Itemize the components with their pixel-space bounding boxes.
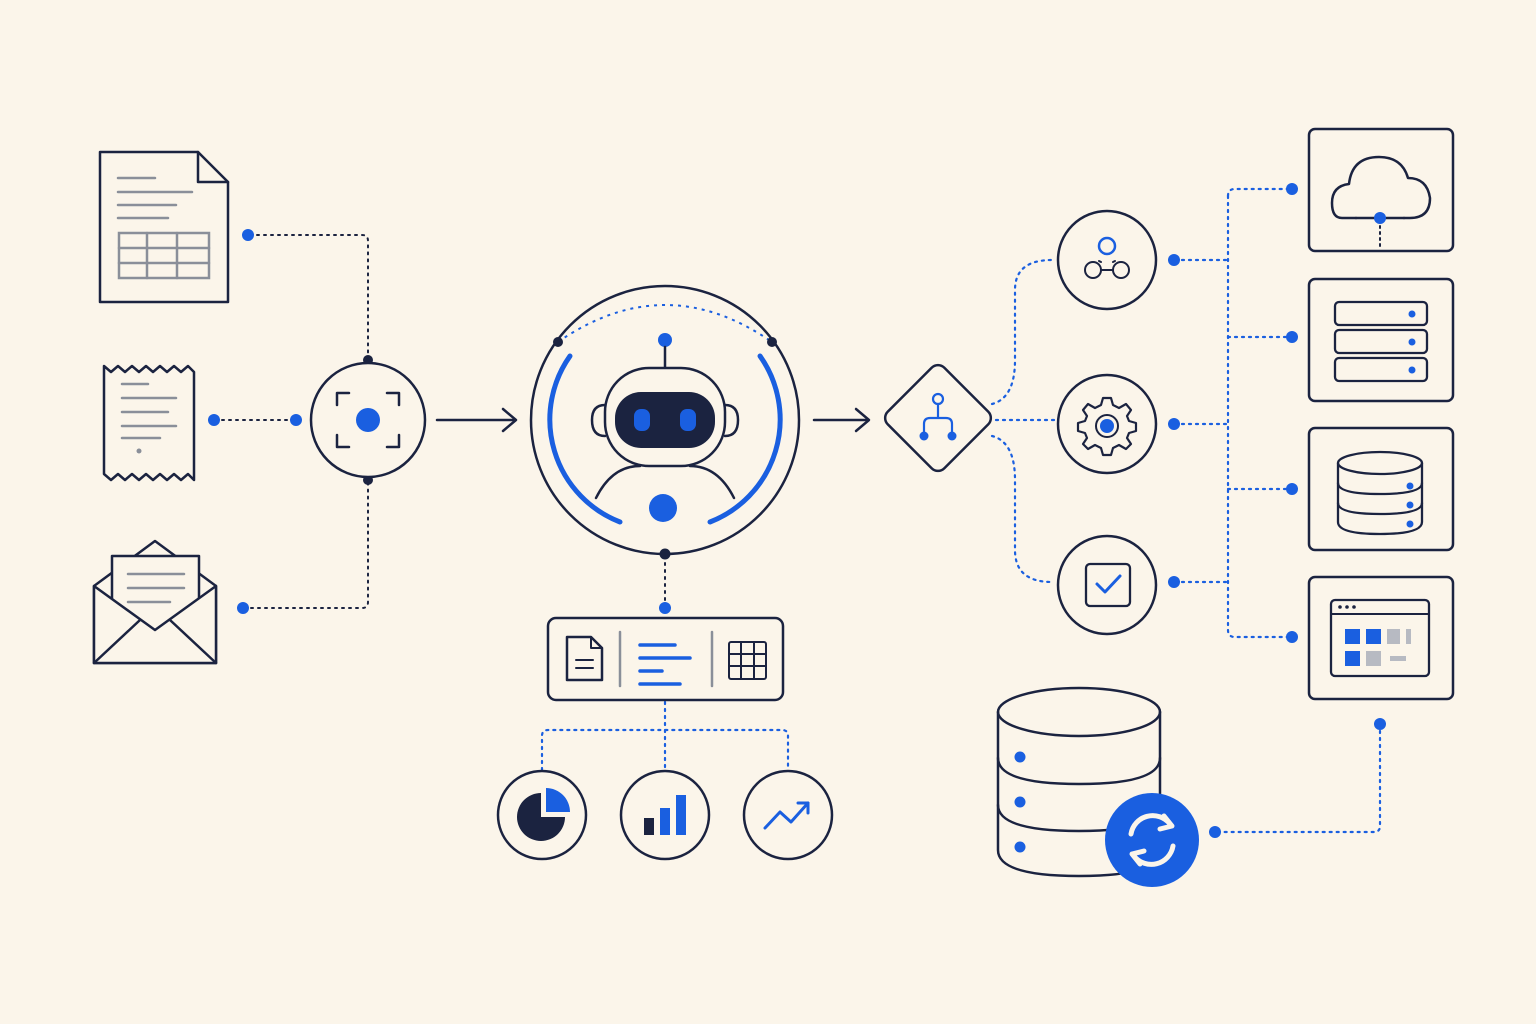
connector-dot [1286, 183, 1298, 195]
connector-dot [1209, 826, 1221, 838]
connector-dot [1374, 718, 1386, 730]
bar-chart-icon [619, 769, 711, 861]
connector-dot [242, 229, 254, 241]
connector-dot [1286, 631, 1298, 643]
connector-dot [1168, 254, 1180, 266]
spreadsheet-document-icon [98, 150, 230, 304]
connector-dot [208, 414, 220, 426]
connector-dot [1168, 576, 1180, 588]
scan-capture-icon [309, 361, 427, 479]
connector-dot [1286, 483, 1298, 495]
connectors [214, 187, 1382, 834]
gear-icon [1056, 373, 1158, 475]
connector-dashboard-to-sync [1214, 722, 1382, 834]
document-icon [565, 635, 604, 682]
arrow-capture-to-core [435, 407, 518, 433]
receipt-icon [102, 364, 196, 482]
connector-panel-to-pie-trend [540, 728, 790, 772]
cloud-upload-icon [1307, 127, 1455, 253]
extraction-panel [546, 616, 785, 702]
connector-spreadsheet-to-capture [249, 234, 369, 359]
text-lines-icon [638, 643, 692, 686]
dashboard-window-icon [1307, 575, 1455, 701]
connector-dot [1286, 331, 1298, 343]
large-database-icon [996, 686, 1162, 878]
connector-trunk-to-dashboard [1226, 628, 1294, 639]
trend-line-icon [742, 769, 834, 861]
connector-dots [208, 183, 1386, 838]
sync-icon [1105, 793, 1199, 887]
database-icon [1307, 426, 1455, 552]
server-rack-icon [1307, 277, 1455, 403]
pie-chart-icon [496, 769, 588, 861]
connector-trunk-to-cloud [1226, 187, 1294, 198]
connector-router-to-integration [990, 258, 1054, 406]
connector-dot [1168, 418, 1180, 430]
connector-router-to-validation [990, 434, 1054, 584]
network-nodes-icon [1056, 209, 1158, 311]
table-icon [728, 641, 767, 680]
checkbox-icon [1056, 534, 1158, 636]
workflow-branch-icon [883, 363, 993, 473]
arrow-core-to-router [812, 407, 871, 433]
connector-dot [290, 414, 302, 426]
flow-arrows [435, 407, 871, 433]
connector-dot [237, 602, 249, 614]
envelope-icon [92, 539, 218, 665]
connector-dot [659, 602, 671, 614]
robot-icon [529, 284, 801, 560]
connector-email-to-capture [243, 479, 369, 609]
